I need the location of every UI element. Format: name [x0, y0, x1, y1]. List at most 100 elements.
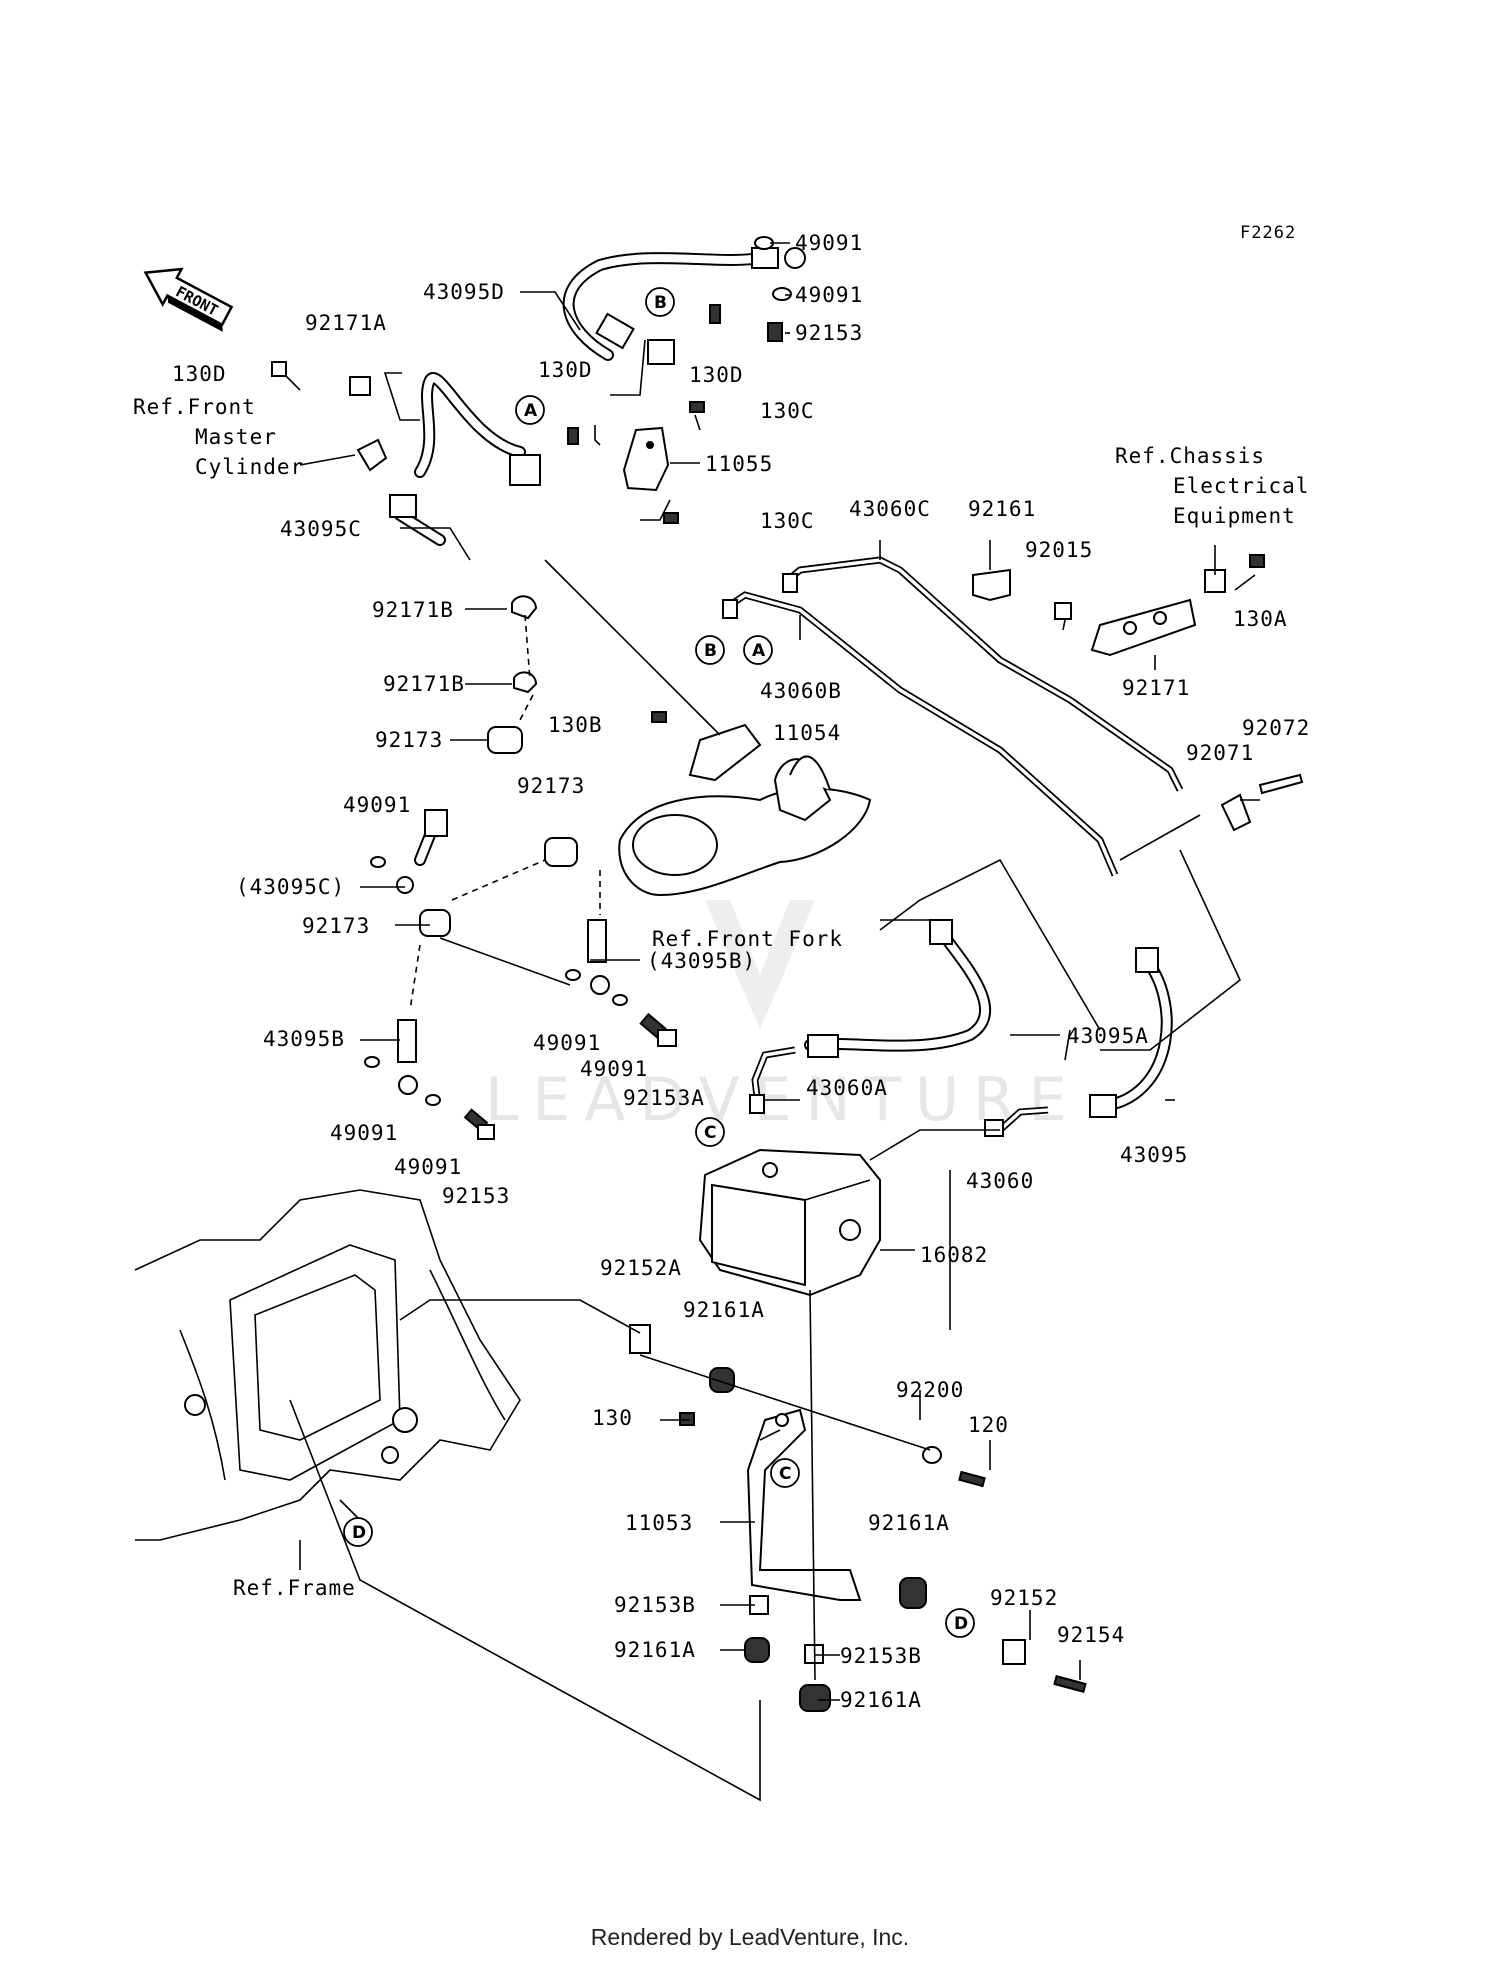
- callout-A-pipe: A: [743, 635, 773, 665]
- label-92161: 92161: [968, 497, 1036, 521]
- label-43060A: 43060A: [806, 1076, 888, 1100]
- label-49091-e: 49091: [580, 1057, 648, 1081]
- label-92171: 92171: [1122, 676, 1190, 700]
- label-11053: 11053: [625, 1511, 693, 1535]
- grommet-92161A-c: [744, 1637, 770, 1663]
- footer-credit: Rendered by LeadVenture, Inc.: [590, 1924, 910, 1950]
- label-92171A: 92171A: [305, 311, 387, 335]
- label-130A: 130A: [1233, 607, 1288, 631]
- washer-49091-c: [370, 856, 386, 868]
- ref-frame: Ref.Frame: [233, 1576, 356, 1600]
- label-92153A: 92153A: [623, 1086, 705, 1110]
- bolt-120: [958, 1470, 986, 1488]
- ref-chassis-2: Electrical: [1173, 474, 1309, 498]
- ref-front-master-2: Master: [195, 425, 277, 449]
- label-92152: 92152: [990, 1586, 1058, 1610]
- hose-43095B-upper: [587, 919, 610, 995]
- label-43095A: 43095A: [1067, 1024, 1149, 1048]
- grommet-92161A-a: [709, 1367, 735, 1393]
- bracket-92161: [972, 568, 1011, 602]
- label-43060B: 43060B: [760, 679, 842, 703]
- label-11054: 11054: [773, 721, 841, 745]
- label-130B: 130B: [548, 713, 603, 737]
- callout-A-top: A: [515, 395, 545, 425]
- fitting-92171A: [349, 376, 371, 396]
- label-49091-d: 49091: [533, 1031, 601, 1055]
- bolt-92153A: [639, 1012, 677, 1047]
- ref-labels: Ref.Front Master Cylinder Ref.Chassis El…: [133, 395, 1309, 1600]
- grommet-92161A-d: [799, 1684, 831, 1712]
- label-92161A-b: 92161A: [868, 1511, 950, 1535]
- bolt-130D-mid: [567, 427, 579, 445]
- label-92015: 92015: [1025, 538, 1093, 562]
- label-92173-c: 92173: [302, 914, 370, 938]
- svg-text:B: B: [704, 641, 717, 661]
- label-92161A-d: 92161A: [840, 1688, 922, 1712]
- grommet-92161A-b: [899, 1577, 927, 1609]
- hose-43095: [1089, 947, 1173, 1118]
- label-92200: 92200: [896, 1378, 964, 1402]
- svg-text:A: A: [752, 641, 766, 661]
- svg-text:B: B: [654, 293, 667, 313]
- label-43095C-ref: (43095C): [236, 875, 345, 899]
- ref-front-master-3: Cylinder: [195, 455, 304, 479]
- label-130: 130: [592, 1406, 633, 1430]
- label-120: 120: [968, 1413, 1009, 1437]
- label-49091-b: 49091: [795, 283, 863, 307]
- callout-C-abs: C: [695, 1117, 725, 1147]
- hose-43095C-lower: [396, 809, 448, 894]
- pipe-43060B: [722, 591, 1119, 877]
- clamp-92171B-a: [511, 595, 538, 620]
- label-92173-a: 92173: [375, 728, 443, 752]
- front-arrow-icon: FRONT: [143, 267, 234, 332]
- svg-text:C: C: [779, 1464, 791, 1484]
- label-92171B-a: 92171B: [372, 598, 454, 622]
- label-92153: 92153: [442, 1184, 510, 1208]
- label-43095D: 43095D: [423, 280, 505, 304]
- label-92072: 92072: [1242, 716, 1310, 740]
- ref-front-master-1: Ref.Front: [133, 395, 256, 419]
- bracket-11055: [622, 401, 705, 524]
- label-92153B-b: 92153B: [840, 1644, 922, 1668]
- figure-code: F2262: [1240, 223, 1296, 243]
- label-43095B-ref: (43095B): [647, 949, 756, 973]
- washers-49091-lower: [364, 969, 628, 1106]
- connector-130A: [1204, 554, 1265, 593]
- callout-D-mount: D: [945, 1608, 975, 1638]
- svg-text:A: A: [524, 401, 538, 421]
- clamp-92173-c: [419, 909, 451, 937]
- label-92173-b: 92173: [517, 774, 585, 798]
- callout-C-bracket: C: [770, 1458, 800, 1488]
- label-130D-a: 130D: [172, 362, 227, 386]
- plate-92171: [1090, 598, 1197, 657]
- bolt-92152: [1002, 1639, 1026, 1665]
- label-49091-a: 49091: [795, 231, 863, 255]
- ref-chassis-1: Ref.Chassis: [1115, 444, 1265, 468]
- ref-chassis-3: Equipment: [1173, 504, 1296, 528]
- label-130C-a: 130C: [760, 399, 815, 423]
- label-43095B: 43095B: [263, 1027, 345, 1051]
- label-49091-g: 49091: [394, 1155, 462, 1179]
- leader-lines: [289, 242, 1260, 1802]
- fitting-92071: [1220, 793, 1252, 832]
- label-43095C: 43095C: [280, 517, 362, 541]
- bolt-130: [679, 1412, 695, 1426]
- pipe-43060C: [782, 556, 1184, 792]
- callout-D-frame: D: [343, 1517, 373, 1547]
- label-92161A-c: 92161A: [614, 1638, 696, 1662]
- label-43060C: 43060C: [849, 497, 931, 521]
- clamp-92171B-b: [513, 671, 538, 694]
- label-92152A: 92152A: [600, 1256, 682, 1280]
- label-130C-b: 130C: [760, 509, 815, 533]
- bolt-92152A: [629, 1324, 651, 1354]
- ref-front-fork: Ref.Front Fork: [652, 927, 843, 951]
- washer-92200: [922, 1446, 942, 1464]
- label-130D-b: 130D: [538, 358, 593, 382]
- label-43060: 43060: [966, 1169, 1034, 1193]
- hose-43095A: [804, 919, 991, 1058]
- grommet-92015: [1054, 602, 1072, 620]
- hose-43095B-lower: [397, 1019, 418, 1095]
- clamp-92173-b: [544, 837, 578, 867]
- label-49091-c: 49091: [343, 793, 411, 817]
